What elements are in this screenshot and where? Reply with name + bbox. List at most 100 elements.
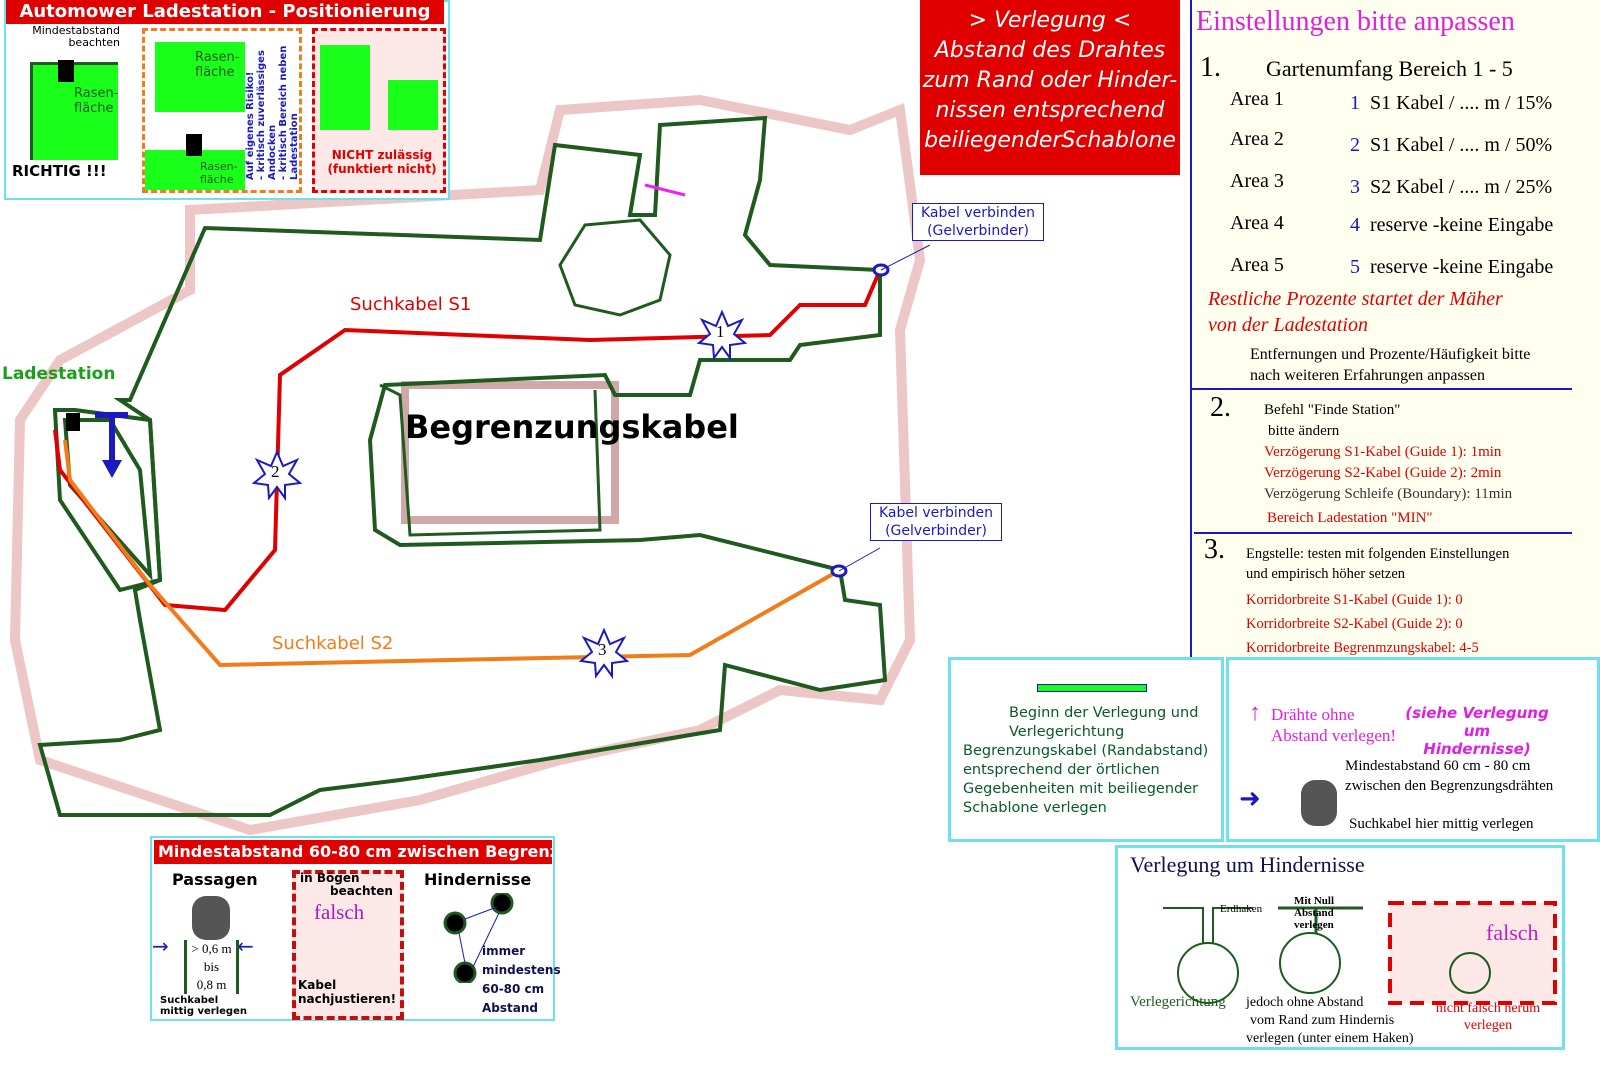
boundary-wire xyxy=(52,408,163,593)
boundary-wire-inner xyxy=(379,383,602,537)
star-label: 2 xyxy=(271,462,280,481)
star-icon: 3 xyxy=(1350,176,1360,198)
text-label: NICHT zulässig xyxy=(331,148,433,162)
text-label: Verzögerung Schleife (Boundary): 11min xyxy=(1264,486,1513,502)
text-label: Drähte ohne xyxy=(1271,705,1355,724)
text-label: Abstand xyxy=(482,1001,538,1015)
settings-title: Einstellungen bitte anpassen xyxy=(1196,6,1515,37)
lawn-diagonal xyxy=(155,42,245,112)
text-label: (Gelverbinder) xyxy=(885,523,987,539)
section-number: 3. xyxy=(1204,534,1225,565)
text-label: S1 Kabel / .... m / 50% xyxy=(1370,134,1553,156)
text-label: Begrenzungskabel (Randabstand) xyxy=(963,743,1209,759)
s2-label: Suchkabel S2 xyxy=(272,633,394,654)
text-label: und empirisch höher setzen xyxy=(1246,566,1406,582)
star-marker-1 xyxy=(696,309,748,362)
text-label: reserve -keine Eingabe xyxy=(1370,256,1554,278)
text-label: Verzögerung S1-Kabel (Guide 1): 1min xyxy=(1264,444,1502,460)
text-label: (siehe Verlegung um xyxy=(1405,704,1549,740)
text-label: (funktiert nicht) xyxy=(327,162,437,176)
min-distance-label: Mindestabstand beachten xyxy=(32,24,120,49)
obstacles-title: Verlegung um Hindernisse xyxy=(1130,852,1365,877)
lawn-corner xyxy=(145,150,245,190)
divider xyxy=(1192,388,1572,390)
text-label: nissen entsprechend xyxy=(935,98,1165,123)
obstacle-circles-icon xyxy=(443,893,514,983)
text-label: > 0,6 m xyxy=(191,941,232,956)
text-label: bitte ändern xyxy=(1268,423,1340,439)
connector-callout-2: Kabel verbinden (Gelverbinder) xyxy=(870,503,1002,541)
text-label: Abstand verlegen! xyxy=(1271,726,1397,745)
text-label: Korridorbreite S1-Kabel (Guide 1): 0 xyxy=(1246,592,1463,608)
min-distance-title: Mindestabstand 60-80 cm zwischen Begrenz… xyxy=(154,840,552,864)
lawn-correct xyxy=(30,62,118,160)
text-label: beachten xyxy=(330,884,393,898)
text-label: von der Ladestation xyxy=(1208,314,1368,336)
section-3: Engstelle: testen mit folgenden Einstell… xyxy=(1246,544,1509,660)
text-label: Abstand des Drahtes xyxy=(934,38,1166,63)
pink-arrow-icon: ↑ xyxy=(1249,700,1261,726)
min-distance-panel: Mindestabstand 60-80 cm zwischen Begrenz… xyxy=(150,836,561,1021)
mower-icon xyxy=(1301,780,1337,826)
pink-arrow-icon xyxy=(644,183,686,197)
mower-icon xyxy=(192,896,230,940)
text-label: Auf eigenes Risiko! xyxy=(245,71,256,181)
text-label: verlegen xyxy=(1463,1018,1513,1033)
text-label: Area 2 xyxy=(1230,128,1284,150)
text-label: mindestens xyxy=(482,963,561,977)
star-icon: 4 xyxy=(1350,214,1360,236)
text-label: Kabel xyxy=(298,978,337,992)
section-2: Befehl "Finde Station" bitte ändern Verzö… xyxy=(1264,400,1512,529)
text-label: Engstelle: testen mit folgenden Einstell… xyxy=(1246,546,1510,562)
text-label: bis xyxy=(203,959,220,974)
text-label: S2 Kabel / .... m / 25% xyxy=(1370,176,1553,198)
text-label: - kritisch zuverlässiges Andocken xyxy=(256,50,278,180)
correct-label: RICHTIG !!! xyxy=(12,162,107,180)
callout-line-2 xyxy=(838,547,881,572)
text-label: Kabel verbinden xyxy=(878,505,994,521)
text-label: Befehl "Finde Station" xyxy=(1264,402,1401,418)
text-label: Verlegerichtung xyxy=(1009,724,1125,740)
s1-label: Suchkabel S1 xyxy=(350,294,472,315)
boundary-wire-main xyxy=(37,115,888,817)
obstacles-panel: Verlegung um Hindernisse Erdhaken Mit Nu… xyxy=(1115,845,1565,1050)
lawn-label: Rasen-fläche xyxy=(195,50,240,80)
range-label: > 0,6 m bis 0,8 m xyxy=(184,940,239,994)
text-label: Area 4 xyxy=(1230,212,1284,234)
positioning-title: Automower Ladestation - Positionierung xyxy=(6,0,444,24)
connector-callout-1: Kabel verbinden(Gelverbinder) xyxy=(912,203,1044,241)
text-label: Gegebenheiten mit beiliegender xyxy=(963,781,1199,797)
risk-box xyxy=(142,28,302,193)
text-label: nicht falsch herum xyxy=(1435,1001,1541,1016)
text-label: Abstand xyxy=(1294,907,1334,919)
text-label: 0,8 m xyxy=(196,977,227,992)
obstacle-diagrams xyxy=(1163,901,1557,1005)
text-label: Korridorbreite Begrenmzungskabel: 4-5 xyxy=(1246,640,1479,656)
guide-wire-s2 xyxy=(63,439,841,668)
arrow-right-icon: ➜ xyxy=(1239,784,1261,813)
text-label: zum Rand oder Hinder- xyxy=(922,68,1178,93)
hooks-label: Erdhaken xyxy=(1220,903,1263,915)
direction-label: Verlegerichtung xyxy=(1130,994,1226,1010)
text-label: Mindestabstand 60 cm - 80 cm xyxy=(1345,758,1531,774)
house-sketch xyxy=(401,381,619,524)
wrong-label: falsch xyxy=(1486,920,1539,945)
text-label: Area 1 xyxy=(1230,88,1284,110)
star-icon: 2 xyxy=(1350,134,1360,156)
arrow-head-icon xyxy=(102,460,122,478)
text-label: entsprechend der örtlichen xyxy=(963,762,1160,778)
text-label: Suchkabel xyxy=(160,995,219,1006)
text-label: immer xyxy=(482,944,526,958)
passages-heading: Passagen xyxy=(172,870,258,889)
